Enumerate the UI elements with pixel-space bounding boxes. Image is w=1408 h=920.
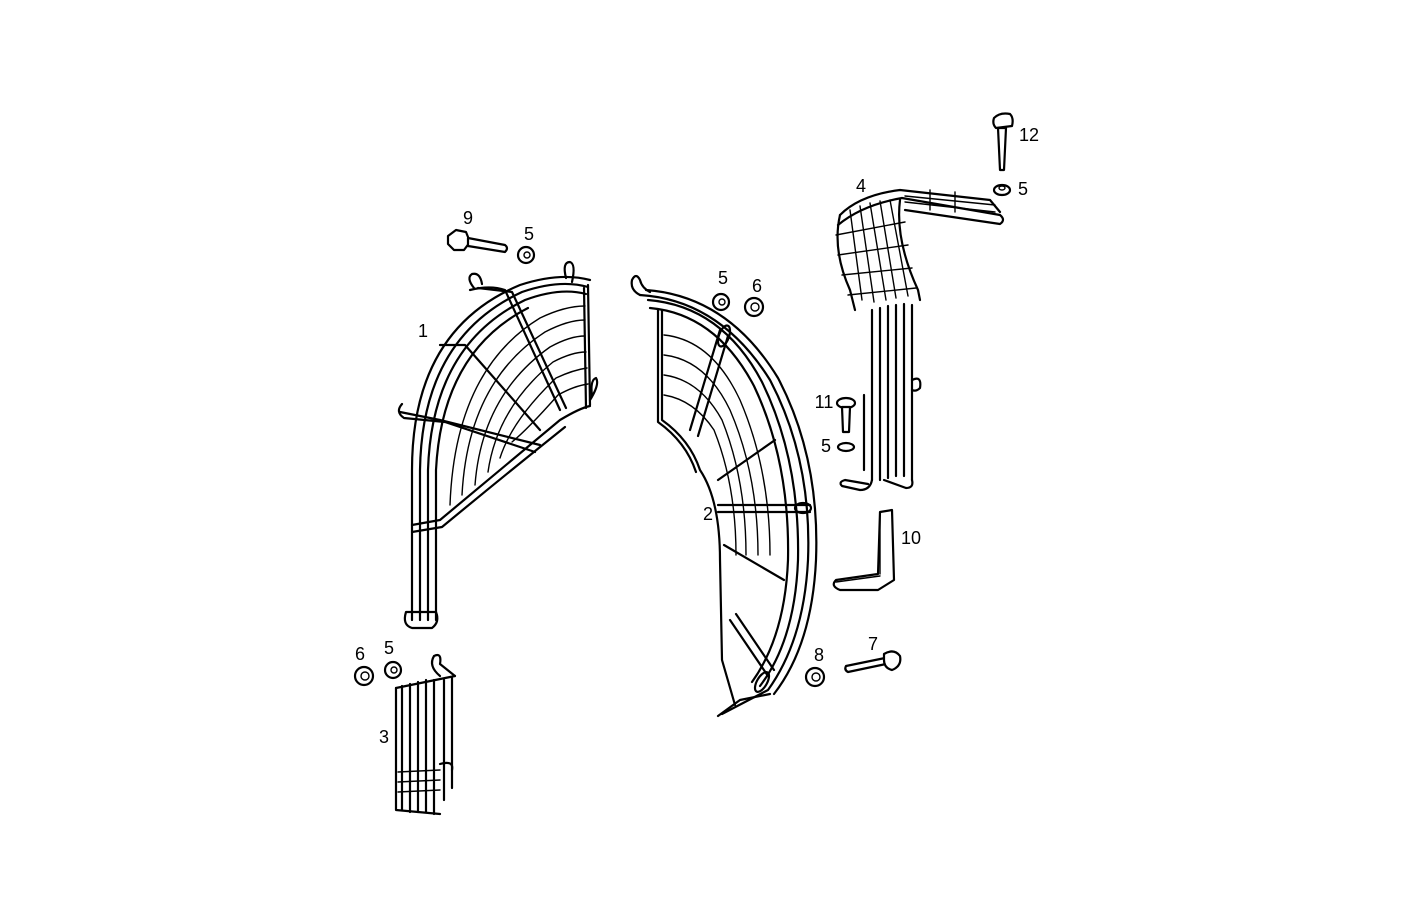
callout-11: 11	[814, 392, 834, 412]
callout-5e: 5	[383, 638, 395, 658]
nut-6b-drawing	[353, 665, 375, 687]
washer-5c-drawing	[992, 183, 1012, 197]
washer-5d-drawing	[836, 441, 856, 453]
callout-5c: 5	[1017, 179, 1029, 199]
callout-9: 9	[462, 208, 474, 228]
bolt-11-drawing	[835, 396, 857, 434]
callout-1: 1	[417, 321, 429, 341]
nut-8-drawing	[804, 666, 826, 688]
washer-5e-drawing	[383, 660, 403, 680]
callout-5a: 5	[523, 224, 535, 244]
wire-guard-small-drawing	[394, 653, 457, 816]
bolt-9-drawing	[446, 228, 509, 254]
callout-10: 10	[900, 528, 922, 548]
bolt-12-drawing	[992, 112, 1014, 172]
callout-7: 7	[867, 634, 879, 654]
callout-8: 8	[813, 645, 825, 665]
callout-3: 3	[378, 727, 390, 747]
callout-5d: 5	[820, 436, 832, 456]
callout-6a: 6	[751, 276, 763, 296]
fender-frame-left-drawing	[397, 260, 599, 630]
callout-5b: 5	[717, 268, 729, 288]
callout-4: 4	[855, 176, 867, 196]
washer-5a-drawing	[516, 245, 536, 265]
callout-6b: 6	[354, 644, 366, 664]
fender-frame-right-drawing	[630, 274, 818, 718]
washer-5b-drawing	[711, 292, 731, 312]
bolt-7-drawing	[844, 650, 902, 674]
callout-12: 12	[1018, 125, 1040, 145]
angle-bracket-10-drawing	[832, 508, 896, 592]
callout-2: 2	[702, 504, 714, 524]
nut-6a-drawing	[743, 296, 765, 318]
wire-guard-top-drawing	[835, 188, 1005, 492]
